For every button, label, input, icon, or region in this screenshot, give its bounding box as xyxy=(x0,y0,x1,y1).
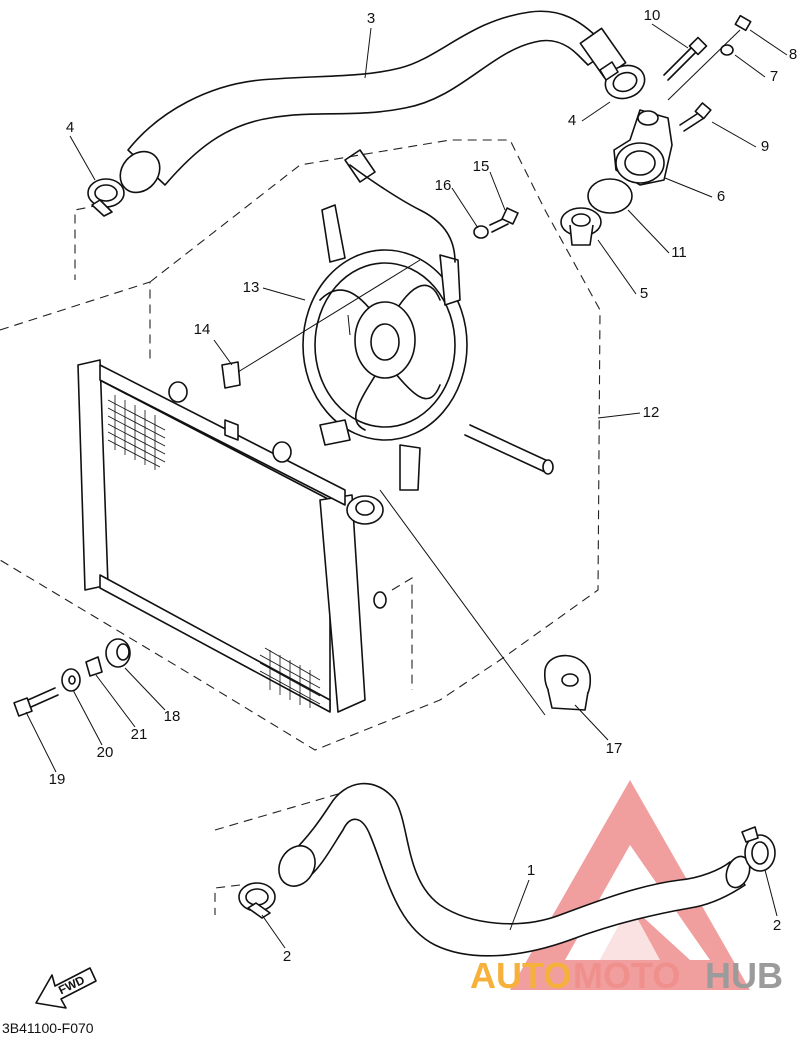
hose-clamp-2-right xyxy=(741,826,776,872)
washer-16 xyxy=(473,225,489,239)
arrow-icon xyxy=(35,967,97,1009)
callout-20: 20 xyxy=(97,744,114,761)
bolt-10 xyxy=(663,36,708,81)
fwd-arrow: FWD xyxy=(35,967,97,1009)
callout-12: 12 xyxy=(643,404,660,421)
hose-clamp-4-left xyxy=(87,178,125,217)
callout-7: 7 xyxy=(770,68,778,85)
diagram-code: 3B41100-F070 xyxy=(2,1020,94,1036)
watermark-text-moto: MOTO xyxy=(573,955,680,996)
collar-21 xyxy=(85,656,103,677)
upper-hose xyxy=(119,10,627,194)
callout-8: 8 xyxy=(789,46,797,63)
radiator-bracket xyxy=(391,577,413,690)
leader-lines xyxy=(25,23,788,949)
thermostat xyxy=(560,207,602,246)
callout-3: 3 xyxy=(367,10,375,27)
radiator xyxy=(77,359,387,713)
bolt-19 xyxy=(13,687,59,717)
thermostat-housing xyxy=(613,109,673,186)
callout-9: 9 xyxy=(761,138,769,155)
callout-6: 6 xyxy=(717,188,725,205)
o-ring xyxy=(587,178,633,214)
callout-19: 19 xyxy=(49,771,66,788)
assembly-boundary-12 xyxy=(0,139,601,751)
callout-10: 10 xyxy=(644,7,661,24)
callout-18: 18 xyxy=(164,708,181,725)
callout-2-left: 2 xyxy=(283,948,291,965)
washer-7 xyxy=(720,44,734,56)
callout-5: 5 xyxy=(640,285,648,302)
callout-17: 17 xyxy=(606,740,623,757)
callout-11: 11 xyxy=(671,244,687,261)
fan-motor-assembly xyxy=(302,149,554,491)
clip-14 xyxy=(221,361,241,389)
hose-clamp-2-left xyxy=(238,882,276,919)
callout-4-right: 4 xyxy=(568,112,576,129)
screw-15 xyxy=(489,207,519,233)
watermark-text-hub: HUB xyxy=(705,955,783,996)
callout-15: 15 xyxy=(473,158,490,175)
washer-20 xyxy=(61,668,81,692)
callout-2-right: 2 xyxy=(773,917,781,934)
hose-1-bracket xyxy=(214,791,346,915)
callout-1: 1 xyxy=(527,862,535,879)
callout-16: 16 xyxy=(435,177,452,194)
grommet-18 xyxy=(105,638,131,668)
watermark-text-auto: AUTO xyxy=(470,955,571,996)
callout-21: 21 xyxy=(131,726,148,743)
bolt-9 xyxy=(679,102,712,132)
callout-numbers: 1 2 2 3 4 4 5 6 7 8 9 10 11 12 13 14 15 … xyxy=(49,7,798,965)
hose-clamp-4-right xyxy=(599,61,646,100)
callout-14: 14 xyxy=(194,321,211,338)
callout-4-left: 4 xyxy=(66,119,74,136)
lower-hose xyxy=(278,782,751,957)
hose-3-bracket xyxy=(74,204,101,280)
radiator-cap xyxy=(544,654,592,711)
callout-13: 13 xyxy=(243,279,260,296)
nut-8 xyxy=(667,14,752,101)
